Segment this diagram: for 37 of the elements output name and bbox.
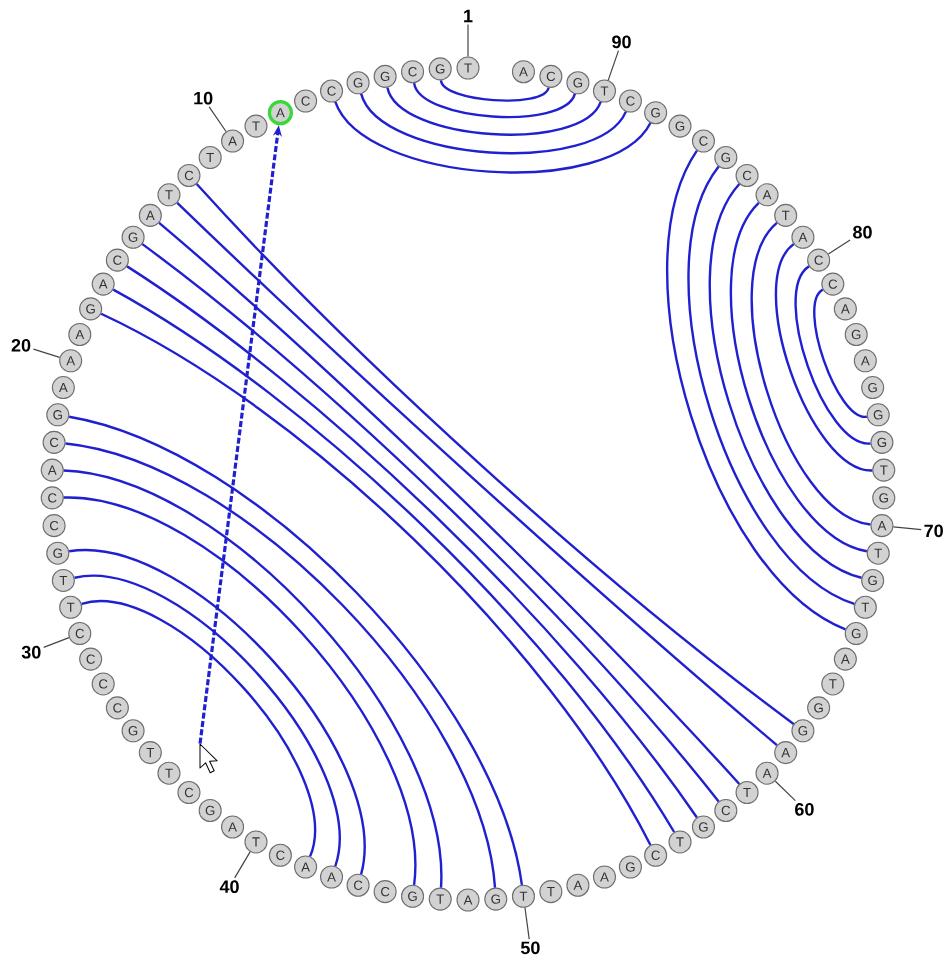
base-pair-arc [774, 243, 873, 472]
leader-line [827, 239, 851, 255]
base-pair-arc [794, 265, 871, 445]
position-number: 40 [219, 880, 239, 894]
position-number: 1 [464, 9, 473, 23]
leader-line [467, 24, 469, 58]
base-pair-arc [687, 166, 855, 605]
leader-line [607, 50, 620, 81]
base-pair-arc [81, 600, 317, 857]
position-number: 10 [194, 91, 213, 105]
base-pair-arc [708, 183, 862, 579]
base-pair-arc [69, 549, 366, 875]
leader-line [774, 780, 796, 802]
base-pair-arc [334, 101, 652, 174]
base-pair-arc [729, 202, 868, 553]
position-number: 70 [924, 524, 943, 538]
base-pair-arc [413, 82, 576, 119]
position-number: 50 [520, 941, 540, 955]
leader-line [208, 106, 227, 133]
base-pair-arc [750, 222, 871, 526]
position-number: 90 [612, 35, 631, 49]
base-pair-arc [74, 575, 341, 867]
leader-line [892, 526, 922, 531]
leader-line [234, 851, 251, 879]
base-pair-arc [439, 79, 550, 102]
leader-line [43, 637, 70, 649]
position-number: 20 [11, 338, 31, 352]
position-number: 30 [21, 645, 41, 659]
leader-line [32, 348, 61, 358]
position-number: 80 [853, 225, 872, 239]
base-pair-arc [813, 288, 867, 418]
base-pair-arc [666, 150, 846, 631]
base-pair-arc [386, 87, 602, 136]
base-pair-arc [360, 93, 627, 155]
cursor-icon [199, 743, 218, 774]
position-number: 60 [795, 803, 814, 816]
leader-line [524, 907, 530, 940]
